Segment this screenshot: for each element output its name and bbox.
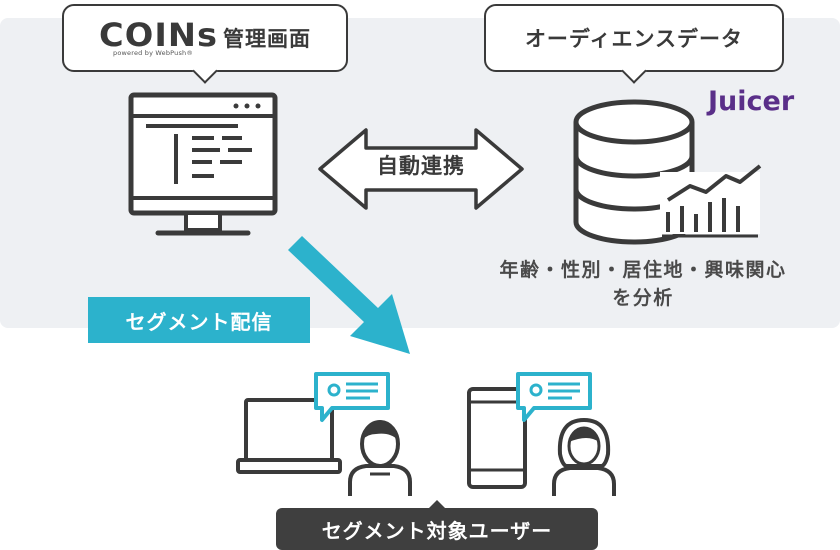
smartphone-icon <box>467 387 527 489</box>
coins-bubble-label: 管理画面 <box>223 27 311 51</box>
coins-logo-subtext: powered by WebPush® <box>113 49 194 57</box>
monitor-icon <box>128 92 278 236</box>
female-user-icon <box>552 417 616 496</box>
male-user-icon <box>348 420 412 496</box>
sync-double-arrow-icon <box>318 128 524 210</box>
message-bubble-icon <box>516 372 592 422</box>
message-bubble-icon <box>314 372 390 422</box>
analysis-caption: 年齢・性別・居住地・興味関心 を分析 <box>466 256 820 312</box>
coins-bubble: COINs powered by WebPush® 管理画面 <box>62 4 348 72</box>
growth-chart-icon <box>660 164 762 238</box>
coins-logo: COINs powered by WebPush® <box>99 16 217 58</box>
juicer-logo: Juicer <box>708 86 795 117</box>
laptop-icon <box>236 398 342 474</box>
segment-delivery-label: セグメント配信 <box>88 297 310 343</box>
segment-target-label: セグメント対象ユーザー <box>276 508 598 550</box>
sync-arrow-label: 自動連携 <box>377 154 465 178</box>
analysis-caption-line1: 年齢・性別・居住地・興味関心 <box>499 259 787 281</box>
audience-bubble: オーディエンスデータ <box>484 4 784 72</box>
audience-bubble-label: オーディエンスデータ <box>524 27 744 51</box>
coins-logo-text: COINs <box>99 16 219 54</box>
delivery-arrow-icon <box>288 236 410 354</box>
analysis-caption-line2: を分析 <box>612 287 674 309</box>
